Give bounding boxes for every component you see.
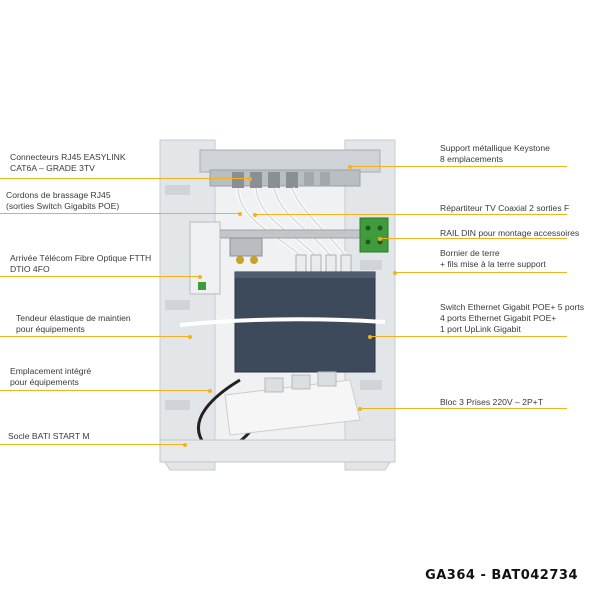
right-leader-dot-2 (378, 236, 382, 241)
left-leader-line-3 (0, 336, 190, 337)
left-leader-line-5 (0, 444, 185, 445)
left-label-1: Cordons de brassage RJ45 (sorties Switch… (6, 190, 120, 211)
right-label-2: RAIL DIN pour montage accessoires (440, 228, 580, 238)
right-leader-dot-4 (368, 334, 372, 339)
right-label-0: Support métallique Keystone 8 emplacemen… (440, 143, 550, 164)
tv-coax-splitter (229, 237, 263, 257)
left-leader-dot-5 (183, 442, 187, 447)
right-leader-dot-0 (348, 164, 352, 169)
left-leader-dot-1 (238, 211, 242, 216)
right-leader-line-3 (395, 272, 567, 273)
left-leader-dot-3 (188, 334, 192, 339)
right-label-1: Répartiteur TV Coaxial 2 sorties F (440, 203, 570, 213)
right-leader-dot-5 (358, 406, 362, 411)
keystone-support (199, 149, 381, 173)
elastic-tensioner (179, 317, 386, 327)
left-leader-line-1 (0, 213, 240, 214)
ground-terminal (359, 217, 389, 253)
right-label-3: Bornier de terre + fils mise à la terre … (440, 248, 546, 269)
right-label-4: Switch Ethernet Gigabit POE+ 5 ports 4 p… (440, 302, 585, 334)
din-rail (214, 229, 376, 239)
left-leader-line-4 (0, 390, 210, 391)
left-leader-line-0 (0, 178, 250, 179)
left-label-3: Tendeur élastique de maintien pour équip… (16, 313, 131, 334)
right-leader-dot-3 (393, 270, 397, 275)
left-label-4: Emplacement intégré pour équipements (10, 366, 92, 387)
right-label-5: Bloc 3 Prises 220V – 2P+T (440, 397, 543, 407)
left-leader-line-2 (0, 276, 200, 277)
right-leader-dot-1 (253, 212, 257, 217)
right-leader-line-2 (380, 238, 567, 239)
right-leader-line-5 (360, 408, 567, 409)
left-label-0: Connecteurs RJ45 EASYLINK CAT6A – GRADE … (10, 152, 126, 173)
product-reference: GA364 - BAT042734 (425, 568, 578, 583)
left-label-5: Socle BATI START M (8, 431, 90, 441)
left-leader-dot-4 (208, 388, 212, 393)
left-leader-dot-0 (248, 176, 252, 181)
frame-base (159, 439, 396, 463)
right-leader-line-0 (350, 166, 567, 167)
rj45-connectors (232, 172, 330, 188)
left-leader-dot-2 (198, 274, 202, 279)
right-leader-line-1 (255, 214, 567, 215)
right-leader-line-4 (370, 336, 567, 337)
left-label-2: Arrivée Télécom Fibre Optique FTTH DTIO … (10, 253, 152, 274)
